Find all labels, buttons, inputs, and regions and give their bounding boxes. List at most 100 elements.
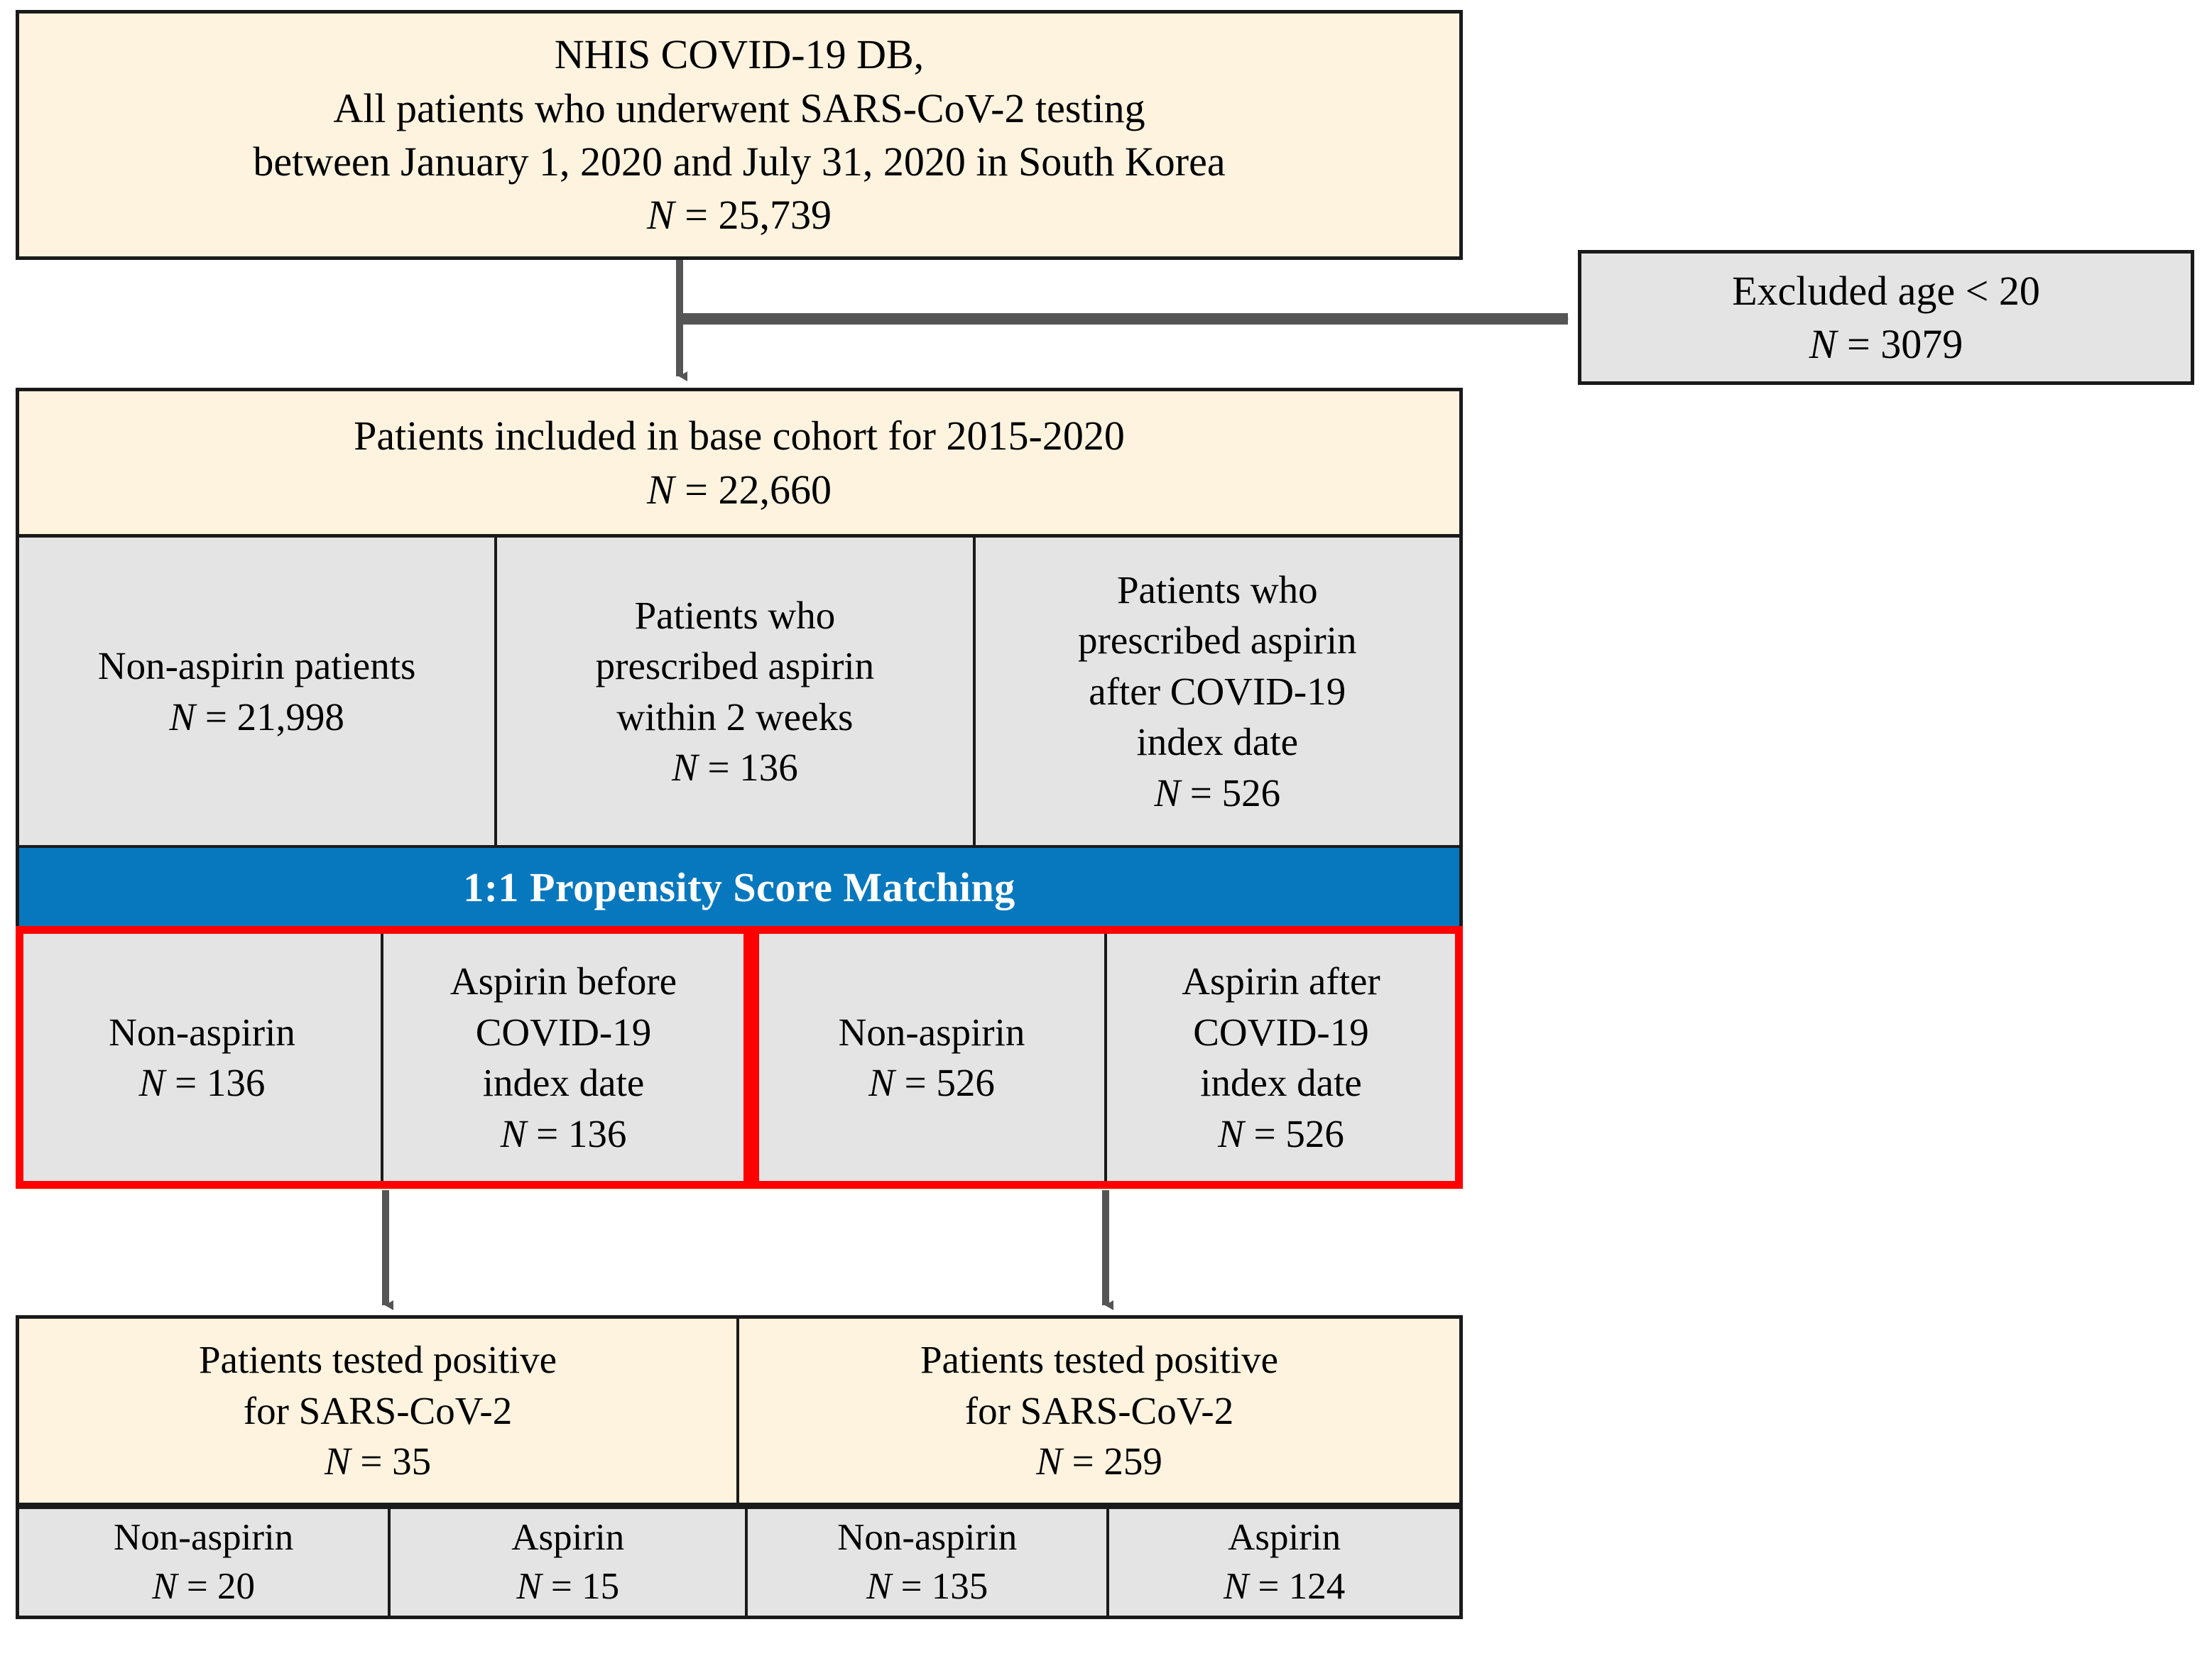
n-value: 526 [1221,771,1281,815]
positive-0-n: N = 35 [325,1436,431,1487]
matched-left-0-line-0: Non-aspirin [109,1010,295,1054]
n-eq: = [1243,1111,1286,1155]
n-label: N [1154,771,1181,815]
matched-cell-aspirin-before-index: Aspirin before COVID-19 index date N = 1… [383,934,743,1181]
matched-cell-non-aspirin-526: Non-aspirin N = 526 [759,934,1107,1181]
cohort-n-line: N = 22,660 [647,463,832,516]
final-0-n: N = 20 [152,1562,255,1611]
excluded-line-1: Excluded age < 20 [1732,267,2040,314]
source-n-label: N [647,192,675,239]
exposure-cell-2-line-2: after COVID-19 [1089,669,1346,713]
final-breakdown-row: Non-aspirin N = 20 Aspirin N = 15 Non-as… [16,1506,1463,1619]
n-value: 526 [936,1061,995,1104]
n-label: N [866,1566,892,1607]
n-eq: = [1180,771,1222,815]
source-n-value: 25,739 [718,192,832,239]
exposure-cell-0-n: N = 21,998 [169,692,344,743]
final-0-line-0: Non-aspirin [114,1517,294,1559]
final-3-n: N = 124 [1224,1562,1345,1611]
n-label: N [1223,1566,1249,1607]
positive-0-line-0: Patients tested positive [198,1338,557,1382]
cohort-n-label: N [647,466,675,513]
matched-left-1-line-1: COVID-19 [475,1010,652,1054]
exposure-cell-1-line-0: Patients who [634,593,836,637]
n-eq: = [165,1061,207,1104]
n-value: 35 [392,1439,432,1483]
n-value: 259 [1104,1439,1162,1483]
matched-left-1-n: N = 136 [501,1109,627,1160]
n-eq: = [177,1566,217,1607]
final-cell-non-aspirin-135: Non-aspirin N = 135 [748,1509,1110,1616]
n-value: 21,998 [236,695,344,739]
n-value: 136 [206,1061,266,1104]
exposure-cell-aspirin-within-2-weeks: Patients who prescribed aspirin within 2… [497,538,976,845]
matched-group-after-index: Non-aspirin N = 526 Aspirin after COVID-… [751,926,1463,1189]
excluded-n-label: N [1809,321,1837,367]
n-eq: = [891,1566,932,1607]
final-1-n: N = 15 [516,1562,619,1611]
exposure-cell-2-line-0: Patients who [1116,567,1318,611]
n-label: N [324,1439,351,1483]
source-line-2: All patients who underwent SARS-CoV-2 te… [333,85,1145,131]
final-cell-non-aspirin-20: Non-aspirin N = 20 [19,1509,391,1616]
matched-right-0-line-0: Non-aspirin [838,1010,1025,1054]
n-label: N [672,746,698,789]
positive-0-line-1: for SARS-CoV-2 [243,1388,513,1432]
n-label: N [152,1566,178,1607]
n-eq: = [894,1061,937,1104]
source-line-3: between January 1, 2020 and July 31, 202… [253,138,1226,185]
n-label: N [868,1061,895,1104]
final-3-line-0: Aspirin [1228,1517,1341,1559]
positive-1-n: N = 259 [1036,1436,1162,1487]
matched-group-before-index: Non-aspirin N = 136 Aspirin before COVID… [16,926,751,1189]
exposure-cell-1-line-1: prescribed aspirin [595,644,875,687]
n-eq: = [697,746,740,789]
positive-1-line-0: Patients tested positive [920,1338,1279,1382]
n-value: 136 [567,1111,627,1155]
exposure-cell-non-aspirin: Non-aspirin patients N = 21,998 [19,538,498,845]
matched-right-1-n: N = 526 [1218,1109,1344,1160]
matched-left-1-line-2: index date [482,1061,645,1104]
n-value: 15 [582,1566,620,1607]
n-value: 135 [931,1566,988,1607]
matched-right-1-line-2: index date [1200,1061,1362,1104]
n-label: N [1036,1439,1062,1483]
exposure-cell-1-line-2: within 2 weeks [616,695,854,739]
exposure-cell-2-line-1: prescribed aspirin [1078,619,1357,663]
source-n-eq: = [674,192,719,239]
n-value: 20 [217,1566,255,1607]
cohort-n-eq: = [674,466,719,513]
excluded-n-line: N = 3079 [1809,317,1963,371]
exposure-cell-2-line-3: index date [1136,720,1299,764]
exposure-cell-1-n: N = 136 [672,742,798,793]
psm-banner-label: 1:1 Propensity Score Matching [463,864,1015,910]
matched-right-0-n: N = 526 [868,1057,995,1109]
exposure-group-row: Non-aspirin patients N = 21,998 Patients… [16,534,1463,848]
final-1-line-0: Aspirin [511,1517,625,1559]
n-eq: = [1248,1566,1289,1607]
exposure-cell-0-line-0: Non-aspirin patients [97,644,416,687]
matched-cell-aspirin-after-index: Aspirin after COVID-19 index date N = 52… [1107,934,1455,1181]
source-n-line: N = 25,739 [647,188,832,241]
final-cell-aspirin-124: Aspirin N = 124 [1109,1509,1459,1616]
exposure-cell-2-n: N = 526 [1154,768,1280,819]
cohort-n-value: 22,660 [718,466,832,513]
n-label: N [1218,1111,1244,1155]
final-cell-aspirin-15: Aspirin N = 15 [391,1509,748,1616]
tested-positive-row: Patients tested positive for SARS-CoV-2 … [16,1315,1463,1506]
n-value: 124 [1288,1566,1346,1607]
n-label: N [500,1111,527,1155]
matched-right-1-line-0: Aspirin after [1182,959,1380,1003]
n-eq: = [526,1111,568,1155]
matched-right-1-line-1: COVID-19 [1193,1010,1369,1054]
n-eq: = [541,1566,582,1607]
cohort-line-1: Patients included in base cohort for 201… [354,413,1125,459]
n-value: 136 [739,746,798,789]
matched-left-1-line-0: Aspirin before [450,959,677,1003]
source-line-1: NHIS COVID-19 DB, [554,31,925,78]
exposure-cell-aspirin-after-index: Patients who prescribed aspirin after CO… [975,538,1459,845]
n-label: N [169,695,196,739]
n-label: N [138,1061,165,1104]
final-2-line-0: Non-aspirin [837,1517,1018,1559]
propensity-score-matching-banner: 1:1 Propensity Score Matching [16,848,1463,926]
